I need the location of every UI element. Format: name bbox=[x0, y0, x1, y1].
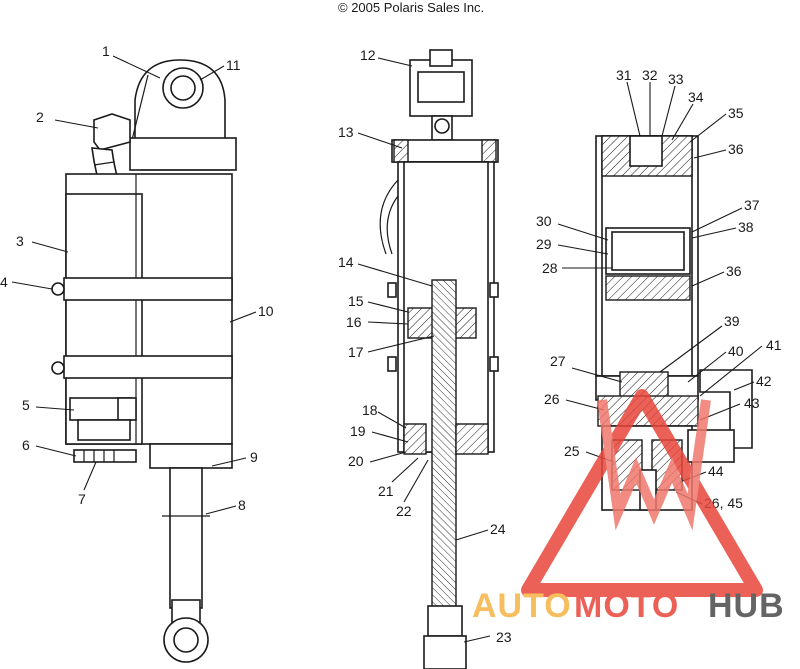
part-label: 10 bbox=[258, 303, 274, 319]
watermark-m-shape bbox=[597, 399, 711, 531]
section-shaft bbox=[431, 279, 457, 611]
part-label: 29 bbox=[536, 236, 552, 252]
part-label: 1 bbox=[102, 43, 110, 59]
part-label: 30 bbox=[536, 213, 552, 229]
part-label: 43 bbox=[744, 395, 760, 411]
part-label: 42 bbox=[756, 373, 772, 389]
shaft bbox=[169, 467, 203, 609]
part-label: 36 bbox=[728, 141, 744, 157]
shock-exterior-view bbox=[51, 59, 237, 663]
seal-head-right bbox=[455, 423, 489, 455]
shock-section-view bbox=[379, 49, 499, 669]
part-label: 3 bbox=[16, 233, 24, 249]
leader-lines bbox=[11, 55, 763, 643]
part-label: 17 bbox=[348, 344, 364, 360]
copyright-text: © 2005 Polaris Sales Inc. bbox=[338, 0, 484, 15]
part-label: 44 bbox=[708, 463, 724, 479]
part-label: 2 bbox=[36, 109, 44, 125]
watermark-logo: AUTO MOTO HUB bbox=[472, 389, 785, 625]
part-label: 39 bbox=[724, 313, 740, 329]
part-label: 14 bbox=[338, 254, 354, 270]
part-label: 7 bbox=[78, 491, 86, 507]
adjuster-screw bbox=[117, 397, 137, 421]
part-label: 6 bbox=[22, 437, 30, 453]
part-label: 23 bbox=[496, 629, 512, 645]
part-label: 28 bbox=[542, 260, 558, 276]
part-label: 40 bbox=[728, 343, 744, 359]
top-eyelet-bushing bbox=[170, 75, 196, 101]
part-label: 31 bbox=[616, 67, 632, 83]
part-label: 5 bbox=[22, 397, 30, 413]
clamp-bolt-upper bbox=[51, 282, 65, 296]
adjuster-base bbox=[73, 449, 137, 463]
part-label: 15 bbox=[348, 293, 364, 309]
part-label: 37 bbox=[744, 197, 760, 213]
lower-eyelet-inner bbox=[173, 627, 199, 653]
adjuster-collar bbox=[77, 419, 131, 441]
part-label: 18 bbox=[362, 402, 378, 418]
part-label: 8 bbox=[238, 497, 246, 513]
clamp-bolt-lower bbox=[51, 361, 65, 375]
part-label: 34 bbox=[688, 89, 704, 105]
watermark-hub: HUB bbox=[708, 587, 785, 625]
part-label: 13 bbox=[338, 124, 354, 140]
watermark-auto: AUTO bbox=[472, 587, 572, 625]
part-label: 33 bbox=[668, 71, 684, 87]
part-label: 27 bbox=[550, 353, 566, 369]
part-label: 38 bbox=[738, 219, 754, 235]
part-labels: 1 11 2 3 4 10 5 6 7 9 8 12 13 14 15 16 1… bbox=[0, 43, 782, 645]
top-cap bbox=[129, 137, 237, 171]
part-label: 35 bbox=[728, 105, 744, 121]
part-label: 21 bbox=[378, 483, 394, 499]
seal-head-left bbox=[403, 423, 427, 455]
part-label: 16 bbox=[346, 314, 362, 330]
part-label: 36 bbox=[726, 263, 742, 279]
part-label: 22 bbox=[396, 503, 412, 519]
lower-clamp-band bbox=[63, 355, 233, 379]
shaft-seal-cap bbox=[149, 443, 233, 469]
watermark-triangle bbox=[521, 389, 763, 597]
hose-fitting bbox=[93, 113, 131, 151]
top-mount-edge bbox=[131, 74, 149, 141]
part-label: 41 bbox=[766, 337, 782, 353]
part-label: 11 bbox=[226, 57, 241, 73]
part-label: 20 bbox=[348, 453, 364, 469]
part-label: 4 bbox=[0, 274, 8, 290]
upper-clamp-band bbox=[63, 277, 233, 301]
watermark-moto: MOTO bbox=[574, 587, 679, 625]
part-label: 24 bbox=[490, 521, 506, 537]
part-label: 32 bbox=[642, 67, 658, 83]
part-label: 19 bbox=[350, 423, 366, 439]
part-label: 26 bbox=[544, 391, 560, 407]
part-label: 12 bbox=[360, 47, 376, 63]
part-label: 9 bbox=[250, 449, 258, 465]
part-label: 25 bbox=[564, 443, 580, 459]
lower-clevis bbox=[427, 605, 463, 637]
